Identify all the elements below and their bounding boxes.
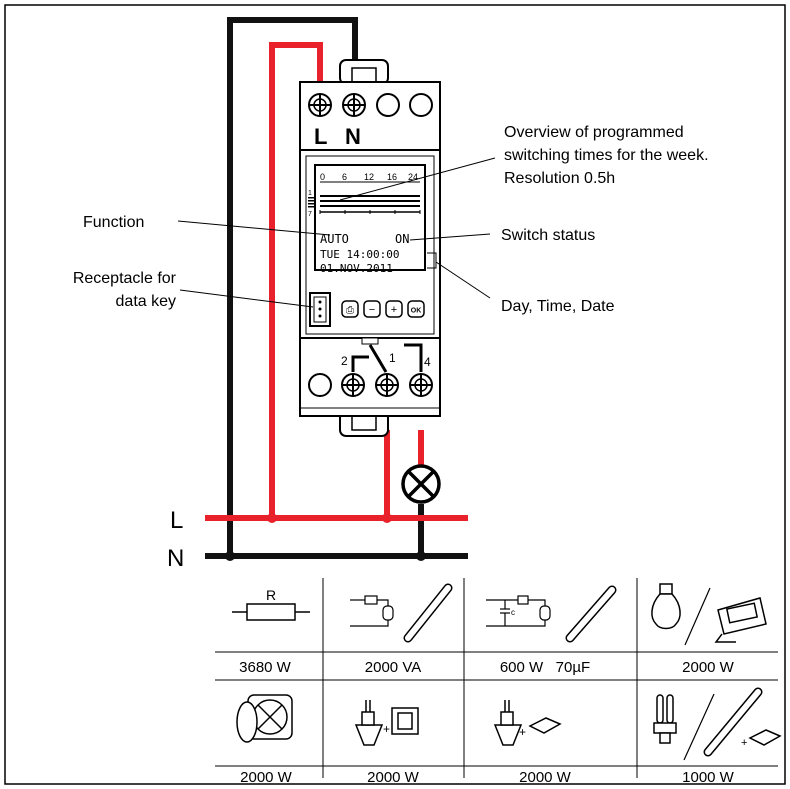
scale-tick-label: 12 bbox=[364, 172, 374, 182]
terminal-screw-icon bbox=[342, 93, 366, 117]
lcd-display bbox=[308, 164, 426, 271]
halogen-floodlight-icon bbox=[714, 597, 767, 643]
function-callout: Function bbox=[83, 214, 144, 231]
plus-button[interactable]: + bbox=[385, 300, 403, 318]
fluorescent-ballast-icon bbox=[350, 595, 394, 627]
minus-button-label: − bbox=[369, 304, 375, 316]
junction-dot bbox=[225, 551, 235, 561]
compact-fluorescent-icon bbox=[653, 694, 677, 744]
load-rating-cell: 2000 W bbox=[682, 659, 735, 676]
load-rating-cell: 1000 W bbox=[682, 769, 735, 786]
lcd-function-text: AUTO bbox=[320, 232, 349, 246]
frame-border bbox=[4, 4, 786, 785]
mains-L-label: L bbox=[170, 507, 183, 534]
fluorescent-tube-icon bbox=[565, 585, 617, 643]
load-rating-cell: 2000 W bbox=[240, 769, 293, 786]
ok-button-label: OK bbox=[411, 308, 422, 315]
receptacle-callout-line1: Receptacle for bbox=[73, 270, 177, 287]
load-rating-cell: 2000 VA bbox=[365, 659, 421, 676]
leader-line bbox=[339, 157, 496, 201]
relay-terminal-2: 2 bbox=[341, 354, 348, 368]
leader-line bbox=[409, 233, 491, 241]
compensated-ballast-icon bbox=[486, 595, 551, 627]
junction-dot bbox=[382, 513, 392, 523]
halogen-electronic-transformer-icon bbox=[493, 700, 562, 746]
plus-button-label: + bbox=[391, 304, 397, 316]
relay-terminal-1: 1 bbox=[389, 351, 396, 365]
empty-terminal-icon bbox=[308, 373, 332, 397]
divider-slash bbox=[684, 587, 711, 646]
neutral-supply-wire bbox=[227, 17, 358, 556]
relay-terminal-4: 4 bbox=[424, 355, 431, 369]
mains-N-label: N bbox=[167, 545, 184, 572]
incandescent-bulb-icon bbox=[651, 583, 681, 630]
halogen-transformer-icon bbox=[354, 700, 419, 746]
terminal-screw-icon bbox=[375, 373, 399, 397]
empty-terminal-icon bbox=[376, 93, 400, 117]
plus-sign: + bbox=[519, 725, 526, 739]
fluorescent-tube-icon bbox=[703, 687, 763, 757]
phase-supply-wire bbox=[269, 42, 323, 518]
terminal-screw-icon bbox=[409, 373, 433, 397]
fan-motor-icon bbox=[236, 694, 293, 743]
receptacle-callout-line2: data key bbox=[116, 293, 176, 310]
leader-line bbox=[177, 220, 331, 236]
day-index-bottom: 7 bbox=[308, 211, 312, 218]
load-rating-cell: 3680 W bbox=[239, 659, 292, 676]
scale-tick-label: 16 bbox=[387, 172, 397, 182]
menu-button[interactable]: ⎙ bbox=[341, 300, 359, 318]
fluorescent-tube-icon bbox=[403, 583, 453, 643]
overview-callout-line2: switching times for the week. bbox=[504, 147, 709, 164]
empty-terminal-icon bbox=[409, 93, 433, 117]
menu-button-label: ⎙ bbox=[346, 305, 354, 316]
leader-line bbox=[179, 289, 314, 308]
ok-button[interactable]: OK bbox=[407, 300, 425, 318]
lcd-status-text: ON bbox=[395, 232, 409, 246]
lcd-date-text: 01.NOV.2011 bbox=[320, 262, 393, 275]
divider-slash bbox=[683, 693, 715, 761]
resistor-label: R bbox=[266, 587, 276, 603]
scale-tick-label: 6 bbox=[342, 172, 347, 182]
lamp-icon bbox=[401, 464, 441, 504]
overview-callout-line3: Resolution 0.5h bbox=[504, 170, 615, 187]
leader-line bbox=[435, 261, 491, 299]
load-rating-cell: 2000 W bbox=[367, 769, 420, 786]
load-rating-cell: 600 W 70µF bbox=[500, 659, 590, 676]
data-key-receptacle bbox=[309, 292, 331, 327]
resistor-icon bbox=[232, 603, 310, 621]
junction-dot bbox=[267, 513, 277, 523]
relay-contact-symbol bbox=[351, 343, 423, 373]
junction-dot bbox=[416, 551, 426, 561]
day-time-date-callout: Day, Time, Date bbox=[501, 298, 615, 315]
bracket-mark bbox=[427, 252, 437, 269]
electronic-ballast-icon bbox=[748, 729, 782, 746]
plus-sign: + bbox=[741, 737, 747, 749]
terminal-screw-icon bbox=[341, 373, 365, 397]
plus-sign: + bbox=[383, 722, 390, 736]
lcd-scale-ticks: 0 6 12 16 24 bbox=[320, 172, 418, 182]
minus-button[interactable]: − bbox=[363, 300, 381, 318]
overview-callout-line1: Overview of programmed bbox=[504, 124, 684, 141]
load-table bbox=[215, 578, 778, 778]
terminal-L-label: L bbox=[314, 124, 327, 149]
capacitor-label: c bbox=[511, 608, 515, 617]
day-index-top: 1 bbox=[308, 190, 312, 197]
scale-tick-label: 0 bbox=[320, 172, 325, 182]
load-rating-cell: 2000 W bbox=[519, 769, 572, 786]
terminal-screw-icon bbox=[308, 93, 332, 117]
switch-status-callout: Switch status bbox=[501, 227, 595, 244]
lcd-time-text: TUE 14:00:00 bbox=[320, 248, 399, 261]
scale-tick-label: 24 bbox=[408, 172, 418, 182]
terminal-N-label: N bbox=[345, 124, 361, 149]
